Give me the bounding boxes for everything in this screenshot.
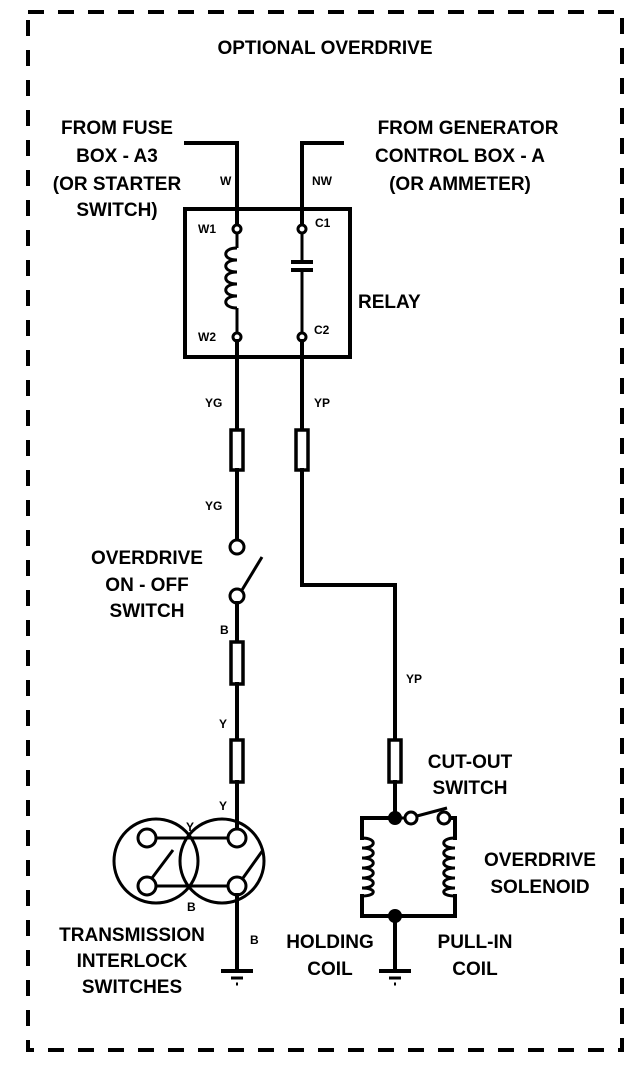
overdrive-switch-line-3: SWITCH xyxy=(110,601,185,622)
interlock-right-top-terminal xyxy=(226,827,248,849)
pullin-coil-line-1: PULL-IN xyxy=(438,932,513,953)
overdrive-switch-lever xyxy=(240,556,264,591)
yp-wire-route xyxy=(300,468,397,742)
wire-code-yp-lower: YP xyxy=(406,672,422,686)
holding-coil-line-2: COIL xyxy=(307,959,353,980)
solenoid-bottom-right-wire xyxy=(393,894,457,918)
cutout-switch-label: CUT-OUT SWITCH xyxy=(428,752,513,799)
wire-code-yp-upper: YP xyxy=(314,396,330,410)
wire-code-yg-upper: YG xyxy=(205,396,222,410)
cutout-switch-terminal-left xyxy=(403,810,419,826)
fuse-yp xyxy=(294,428,310,472)
generator-feed-wire xyxy=(300,141,344,231)
ground-icon xyxy=(221,969,253,986)
terminal-c2-label: C2 xyxy=(314,323,330,337)
wire-code-y-lower: Y xyxy=(219,799,227,813)
diagram-title: OPTIONAL OVERDRIVE xyxy=(217,38,432,59)
terminal-w2-label: W2 xyxy=(198,330,216,344)
ground-icon xyxy=(379,969,411,986)
fuse-box-source-label: FROM FUSE BOX - A3 (OR STARTER SWITCH) xyxy=(53,118,182,221)
overdrive-switch-bottom-terminal xyxy=(228,587,246,605)
interlock-switch-left xyxy=(112,817,200,905)
pullin-coil-label: PULL-IN COIL xyxy=(438,932,513,980)
fuse-yg xyxy=(229,428,245,472)
cutout-switch-line-1: CUT-OUT xyxy=(428,752,513,773)
solenoid-top-left-wire xyxy=(360,816,397,840)
fuse-box-line-3: (OR STARTER xyxy=(53,174,182,195)
interlock-line-1: TRANSMISSION xyxy=(59,925,205,946)
fuse-b xyxy=(229,640,245,686)
interlock-label: TRANSMISSION INTERLOCK SWITCHES xyxy=(59,925,205,998)
overdrive-switch-line-1: OVERDRIVE xyxy=(91,548,203,569)
wire-code-yg-lower: YG xyxy=(205,499,222,513)
solenoid-line-2: SOLENOID xyxy=(490,877,589,898)
overdrive-switch-line-2: ON - OFF xyxy=(105,575,188,596)
fuse-box-line-1: FROM FUSE xyxy=(61,118,173,139)
generator-line-3: (OR AMMETER) xyxy=(389,174,531,195)
terminal-w1 xyxy=(231,223,243,235)
interlock-left-bottom-terminal xyxy=(136,875,158,897)
fuse-yp-solenoid xyxy=(387,738,403,784)
overdrive-switch-top-terminal xyxy=(228,538,246,556)
relay-label: RELAY xyxy=(358,292,421,313)
cutout-switch-terminal-right xyxy=(436,810,452,826)
pullin-coil-icon xyxy=(442,836,456,898)
generator-line-2: CONTROL BOX - A xyxy=(375,146,545,167)
solenoid-label: OVERDRIVE SOLENOID xyxy=(484,850,596,898)
fuse-feed-wire xyxy=(184,141,239,231)
holding-coil-icon xyxy=(361,836,375,898)
fuse-y xyxy=(229,738,245,784)
terminal-w1-label: W1 xyxy=(198,222,216,236)
wire-code-w: W xyxy=(220,174,232,188)
terminal-c1-label: C1 xyxy=(315,216,331,230)
wire-code-b: B xyxy=(220,623,229,637)
overdrive-solenoid-symbol xyxy=(360,806,457,923)
solenoid-line-1: OVERDRIVE xyxy=(484,850,596,871)
wire-code-nw: NW xyxy=(312,174,333,188)
solenoid-bottom-left-wire xyxy=(360,894,397,918)
wire-code-interlock-bottom: B xyxy=(187,900,196,914)
interlock-right-lever xyxy=(241,849,265,879)
interlock-right-bottom-terminal xyxy=(226,875,248,897)
cutout-switch-lever xyxy=(416,806,448,818)
overdrive-switch-label: OVERDRIVE ON - OFF SWITCH xyxy=(91,548,203,622)
terminal-c1 xyxy=(296,223,308,235)
holding-coil-label: HOLDING COIL xyxy=(286,932,374,980)
interlock-left-lever xyxy=(150,849,175,879)
wire-code-interlock-top: Y xyxy=(186,820,194,834)
generator-source-label: FROM GENERATOR CONTROL BOX - A (OR AMMET… xyxy=(375,118,559,195)
interlock-left-top-terminal xyxy=(136,827,158,849)
fuse-box-line-4: SWITCH) xyxy=(76,200,157,221)
interlock-line-2: INTERLOCK xyxy=(77,951,188,972)
generator-line-1: FROM GENERATOR xyxy=(378,118,559,139)
relay-box xyxy=(183,207,352,359)
wire-code-interlock-ground: B xyxy=(250,933,259,947)
relay-coil-icon xyxy=(224,246,238,310)
interlock-switch-right xyxy=(178,817,266,905)
pullin-coil-line-2: COIL xyxy=(452,959,498,980)
holding-coil-line-1: HOLDING xyxy=(286,932,374,953)
wire-code-y-upper: Y xyxy=(219,717,227,731)
diagram-border xyxy=(26,10,624,1052)
cutout-switch-line-2: SWITCH xyxy=(433,778,508,799)
interlock-line-3: SWITCHES xyxy=(82,977,182,998)
fuse-box-line-2: BOX - A3 xyxy=(76,146,158,167)
